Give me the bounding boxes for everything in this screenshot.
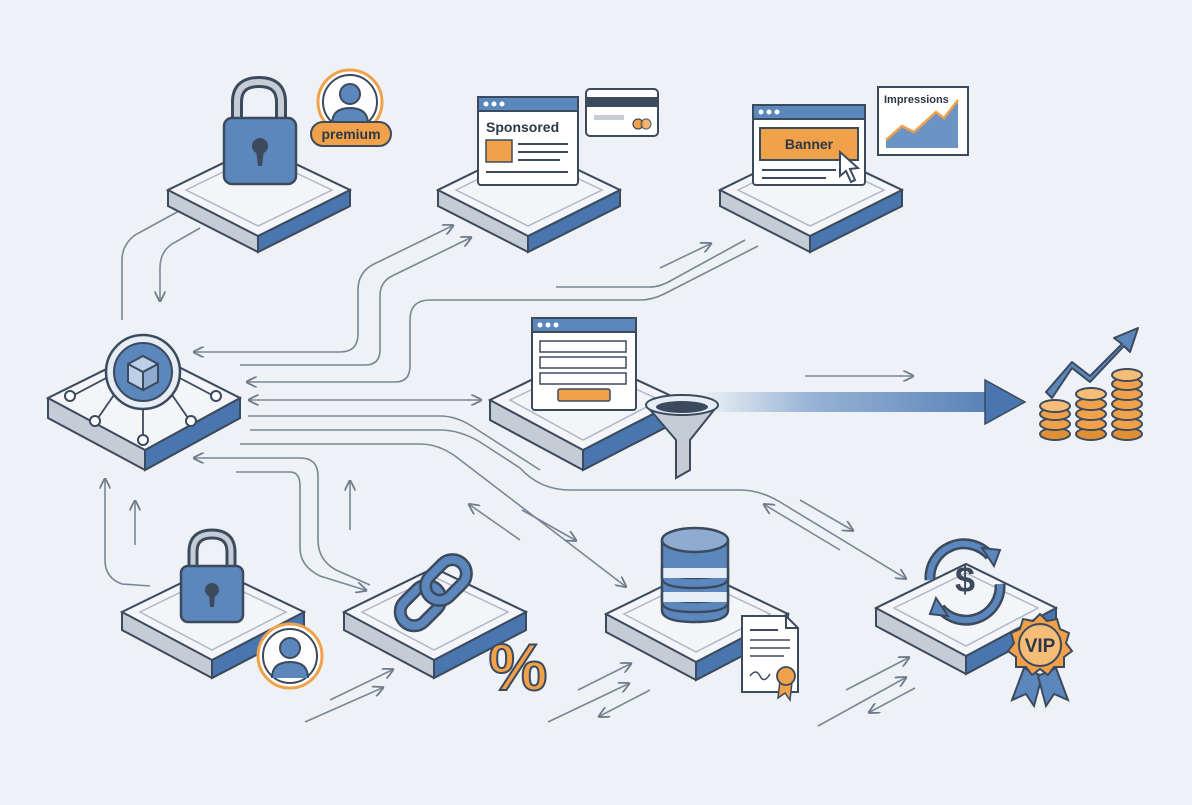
- coin-stack-icon: [1039, 368, 1143, 441]
- form-window-icon: [531, 317, 637, 411]
- percent-icon: %: [488, 629, 549, 705]
- impressions-label: Impressions: [884, 94, 949, 106]
- banner-label: Banner: [785, 136, 834, 152]
- padlock-icon: [222, 75, 298, 186]
- chain-link-icon: [393, 553, 473, 633]
- trend-arrow-icon: [1045, 327, 1139, 399]
- premium-badge: premium: [310, 121, 392, 147]
- line-chart-icon: Impressions: [877, 86, 969, 156]
- dollar-label: $: [955, 559, 975, 600]
- percent-label: %: [489, 630, 548, 704]
- sponsored-label: Sponsored: [486, 119, 559, 135]
- cube-hub-icon: [64, 333, 222, 446]
- funnel-icon: [645, 394, 719, 480]
- credit-card-icon: [585, 88, 659, 137]
- browser-window-icon: Sponsored: [477, 96, 579, 186]
- premium-label: premium: [321, 126, 380, 142]
- dollar-cycle-icon: $: [924, 538, 1006, 626]
- platform-premium-lock: [165, 144, 353, 254]
- vip-badge-icon: VIP: [1006, 612, 1074, 709]
- database-icon: [660, 526, 730, 624]
- conversion-flow-arrow: [700, 378, 1027, 426]
- private-padlock-icon: [179, 528, 245, 624]
- cursor-icon: [839, 149, 861, 184]
- vip-label: VIP: [1025, 636, 1056, 657]
- user-avatar-icon: [256, 622, 324, 690]
- connectors: [105, 205, 916, 727]
- certificate-icon: [741, 615, 799, 703]
